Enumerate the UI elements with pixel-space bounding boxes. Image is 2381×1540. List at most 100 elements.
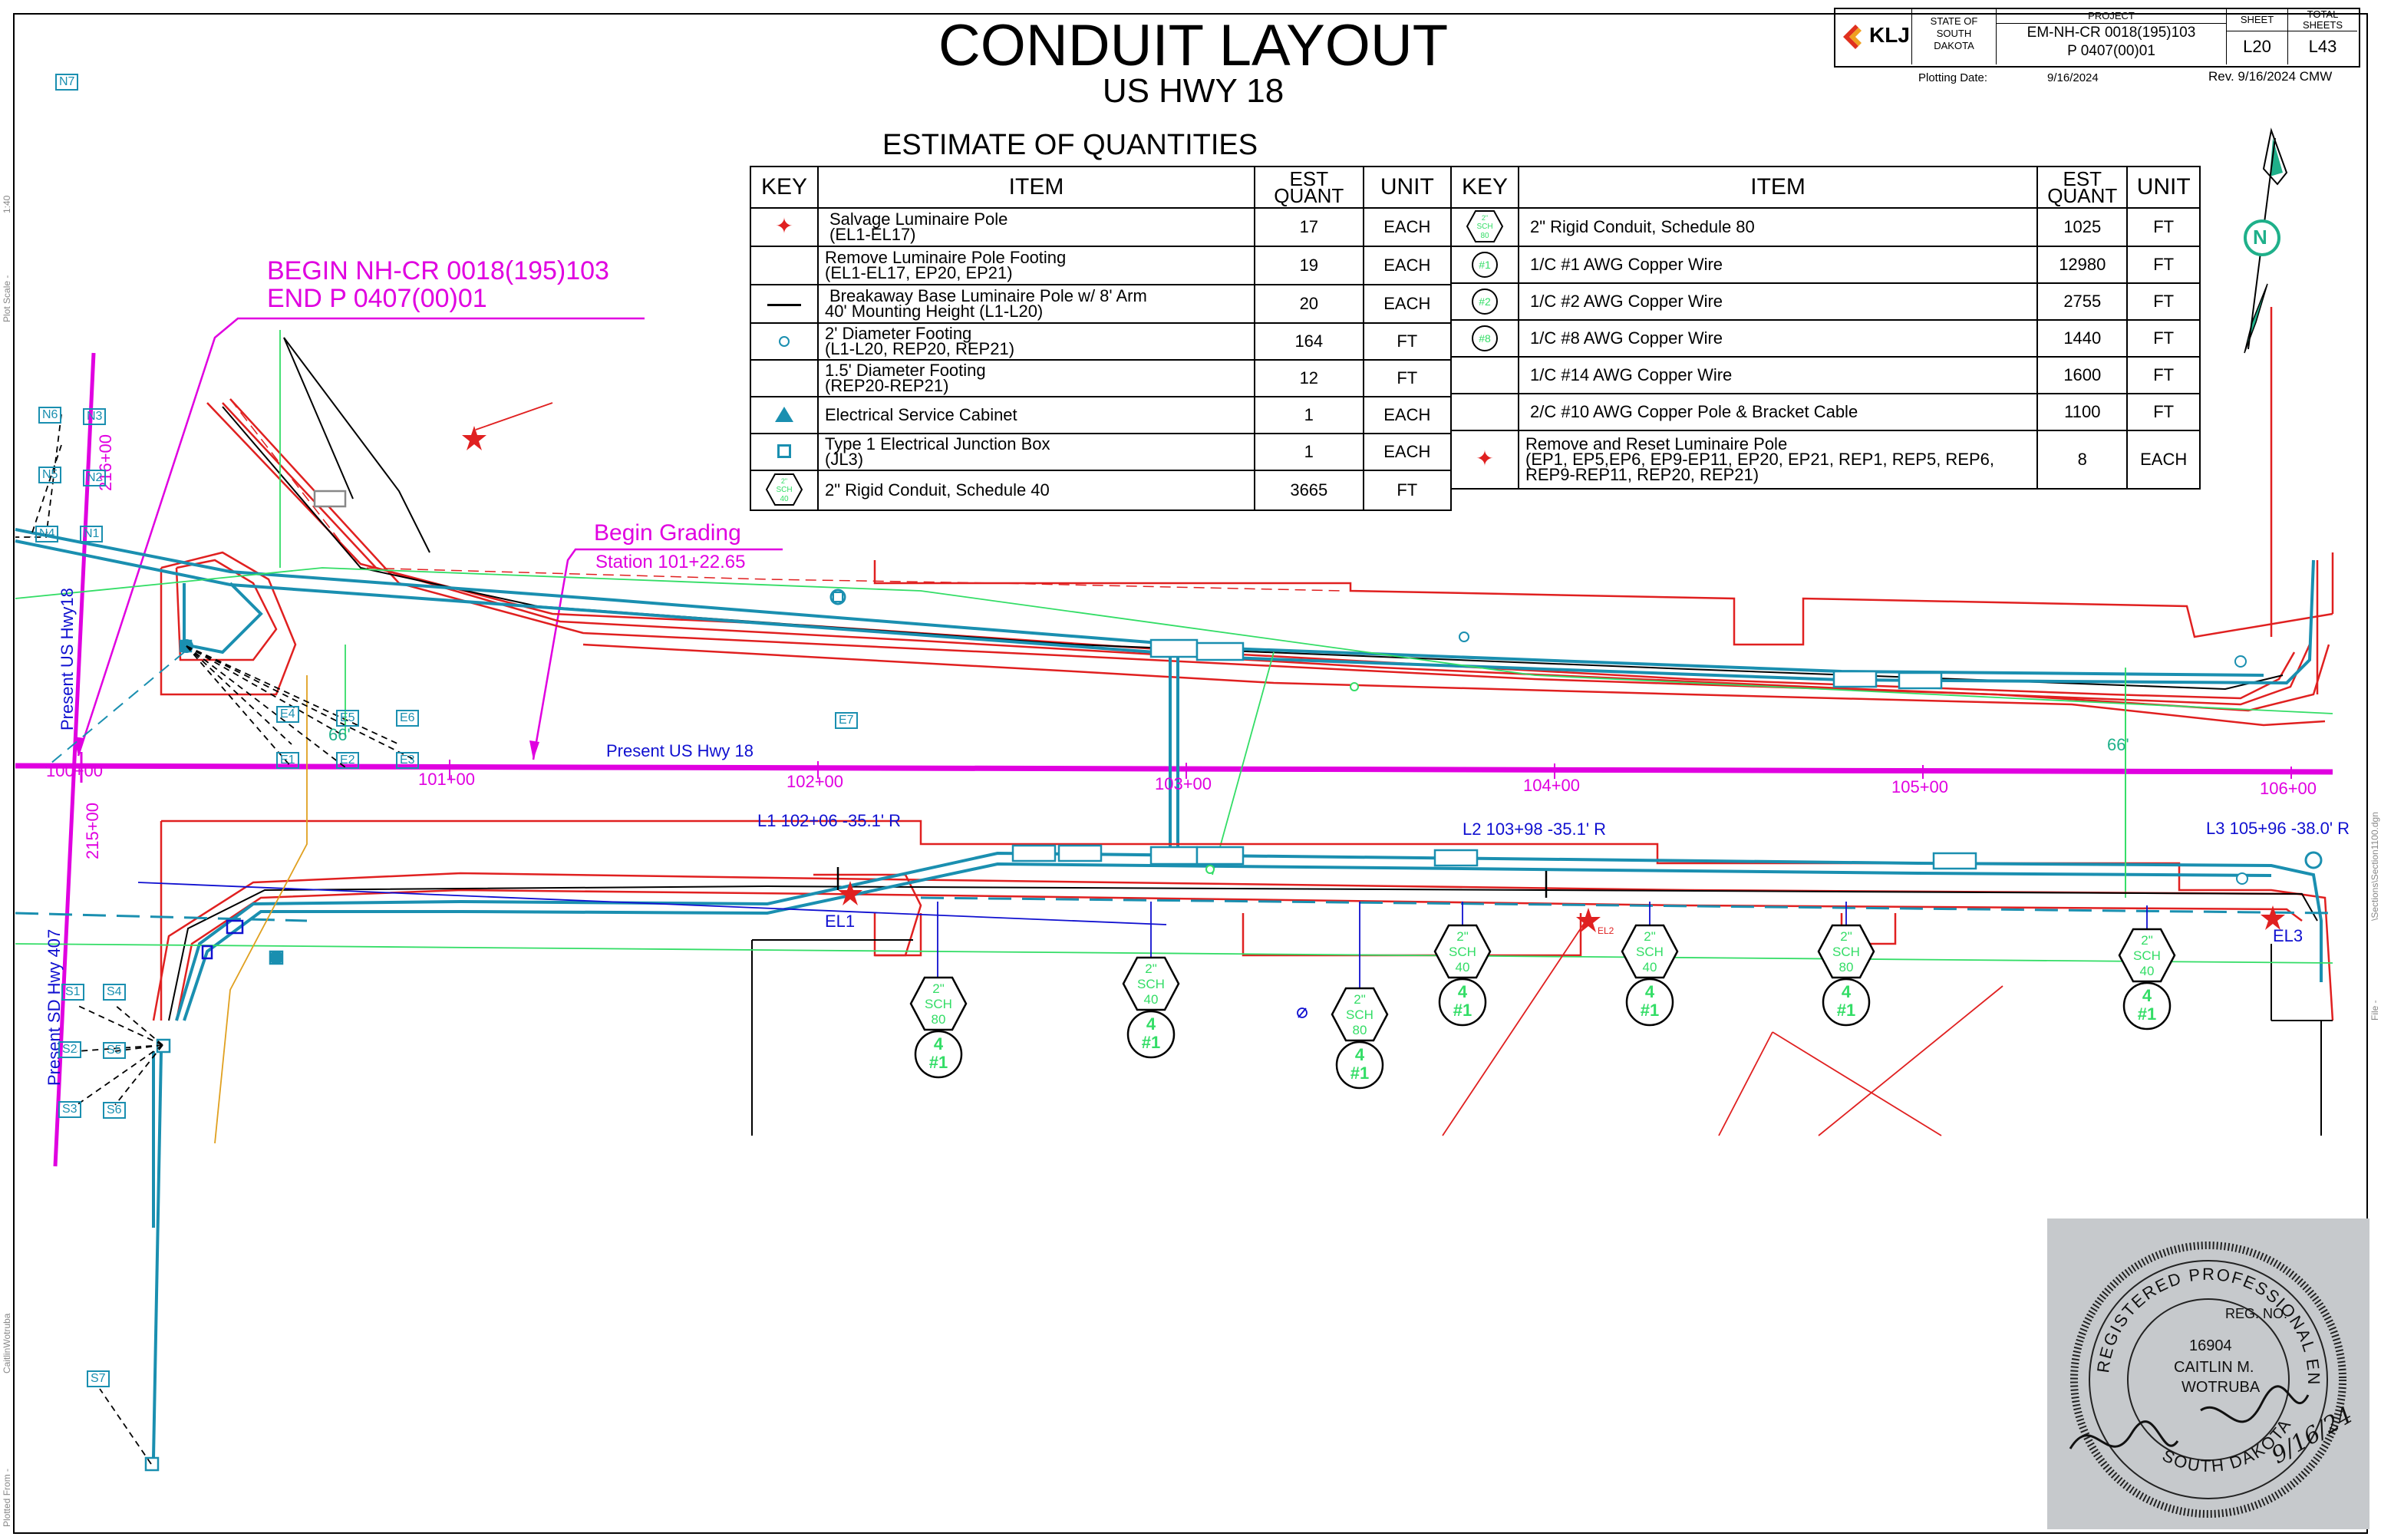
us18-centerline: [15, 763, 2333, 775]
project-number-2: P 0407(00)01: [2067, 43, 2155, 59]
photo-point-n5: N5: [38, 467, 62, 483]
svg-text:#1: #1: [1453, 1001, 1472, 1020]
photo-point-n1: N1: [80, 526, 104, 542]
svg-text:SCH: SCH: [2133, 948, 2161, 963]
photo-point-s4: S4: [103, 984, 126, 1001]
klj-logo: KLJ: [1835, 9, 1912, 64]
station-label: 104+00: [1523, 776, 1581, 795]
table-row: Electrical Service Cabinet 1 EACH: [750, 396, 1453, 434]
table-row: 2" SCH 40 2" Rigid Conduit, Schedule 40 …: [750, 470, 1453, 511]
photo-point-e1: E1: [276, 752, 299, 769]
red-star-icon: ✦: [775, 214, 793, 238]
el3-label: EL3: [2273, 926, 2304, 945]
svg-text:SCH: SCH: [1636, 945, 1664, 959]
total-sheets: L43: [2308, 37, 2337, 56]
table-row: 2" SCH 80 2" Rigid Conduit, Schedule 80 …: [1450, 207, 2201, 247]
luminaire-el1-marker: [836, 867, 862, 905]
station-215-label: 215+00: [83, 802, 102, 859]
photo-point-n6: N6: [38, 407, 62, 424]
junction-box-icon: [777, 444, 791, 458]
table-row: 2/C #10 AWG Copper Pole & Bracket Cable …: [1450, 393, 2201, 431]
svg-text:80: 80: [1839, 960, 1854, 974]
wire-2-icon: #2: [1472, 289, 1498, 315]
station-label: 106+00: [2260, 779, 2317, 798]
sheet-border: [13, 13, 2368, 1534]
photo-point-s1: S1: [61, 984, 84, 1001]
svg-text:4: 4: [1146, 1014, 1156, 1034]
station-label: 105+00: [1891, 777, 1949, 796]
table-row: Remove Luminaire Pole Footing(EL1-EL17, …: [750, 246, 1453, 285]
svg-text:SCH: SCH: [925, 997, 952, 1011]
svg-text:SCH: SCH: [1832, 945, 1860, 959]
svg-text:SCH: SCH: [776, 486, 792, 494]
col-key: KEY: [750, 166, 819, 209]
svg-text:40: 40: [1144, 992, 1159, 1007]
red-star-icon: ✦: [1476, 447, 1494, 470]
revision-note: Rev. 9/16/2024 CMW: [2208, 69, 2333, 84]
seal-name-2: WOTRUBA: [2181, 1379, 2261, 1396]
table-row: ✦ Salvage Luminaire Pole(EL1-EL17) 17 EA…: [750, 207, 1453, 247]
col-unit: UNIT: [1362, 166, 1453, 209]
svg-text:4: 4: [1842, 982, 1852, 1001]
plot-scale-value: 1:40: [2, 195, 12, 213]
photo-point-n3: N3: [83, 408, 107, 425]
svg-text:#1: #1: [1837, 1001, 1855, 1020]
svg-text:SCH: SCH: [1137, 977, 1165, 991]
col-unit: UNIT: [2126, 166, 2201, 209]
title-block: KLJ STATE OF SOUTH DAKOTA PROJECT EM-NH-…: [1834, 8, 2360, 68]
photo-point-e2: E2: [336, 752, 359, 769]
photo-point-n2: N2: [83, 470, 107, 486]
svg-text:SCH: SCH: [1476, 223, 1492, 231]
photo-point-s2: S2: [58, 1041, 81, 1058]
begin-project-leader: [77, 317, 645, 757]
luminaire-l3-label: L3 105+96 -38.0' R: [2206, 819, 2350, 838]
svg-text:4: 4: [1458, 982, 1468, 1001]
svg-text:#1: #1: [929, 1053, 948, 1072]
total-header-2: SHEETS: [2302, 19, 2343, 31]
table-row: Type 1 Electrical Junction Box(JL3) 1 EA…: [750, 433, 1453, 471]
seal-reg-number: 16904: [2189, 1337, 2232, 1354]
table-row: #8 1/C #8 AWG Copper Wire 1440 FT: [1450, 319, 2201, 358]
photo-point-e7: E7: [835, 712, 858, 729]
begin-grading-label: Begin Grading: [594, 520, 741, 546]
us18-road-label: Present US Hwy 18: [606, 741, 754, 760]
svg-text:2": 2": [1354, 992, 1366, 1007]
svg-text:40: 40: [1456, 960, 1470, 974]
luminaire-l1-label: L1 102+06 -35.1' R: [757, 811, 902, 830]
photo-point-s5: S5: [103, 1042, 126, 1059]
svg-text:#1: #1: [1641, 1001, 1659, 1020]
luminaire-el2-marker: [1545, 871, 1601, 932]
el2-label: EL2: [1598, 925, 1614, 936]
south-conduit: [152, 851, 2323, 1459]
estimate-heading: ESTIMATE OF QUANTITIES: [882, 129, 1258, 161]
engineer-seal: REGISTERED PROFESSIONAL ENGINEER SOUTH D…: [2047, 1218, 2369, 1529]
photo-point-s3: S3: [58, 1101, 81, 1118]
col-key: KEY: [1450, 166, 1519, 209]
sheet-number: L20: [2243, 37, 2271, 56]
state-label-2: SOUTH: [1936, 28, 1972, 39]
seal-outer-ring: [2070, 1242, 2346, 1518]
seal-name-1: CAITLIN M.: [2174, 1359, 2254, 1376]
col-item: ITEM: [817, 166, 1255, 209]
photo-point-e6: E6: [396, 710, 419, 727]
photo-point-s7: S7: [87, 1370, 110, 1387]
svg-text:SCH: SCH: [1449, 945, 1476, 959]
plotting-date: 9/16/2024: [2047, 71, 2099, 84]
file-label: File -: [2369, 1000, 2380, 1021]
svg-text:SCH: SCH: [1346, 1007, 1374, 1022]
station-label: 103+00: [1155, 774, 1212, 793]
table-row: #2 1/C #2 AWG Copper Wire 2755 FT: [1450, 282, 2201, 321]
svg-text:80: 80: [1480, 232, 1489, 240]
table-row: 2' Diameter Footing(L1-L20, REP20, REP21…: [750, 322, 1453, 361]
svg-text:#1: #1: [1142, 1033, 1160, 1052]
page-title: CONDUIT LAYOUT: [938, 13, 1449, 78]
